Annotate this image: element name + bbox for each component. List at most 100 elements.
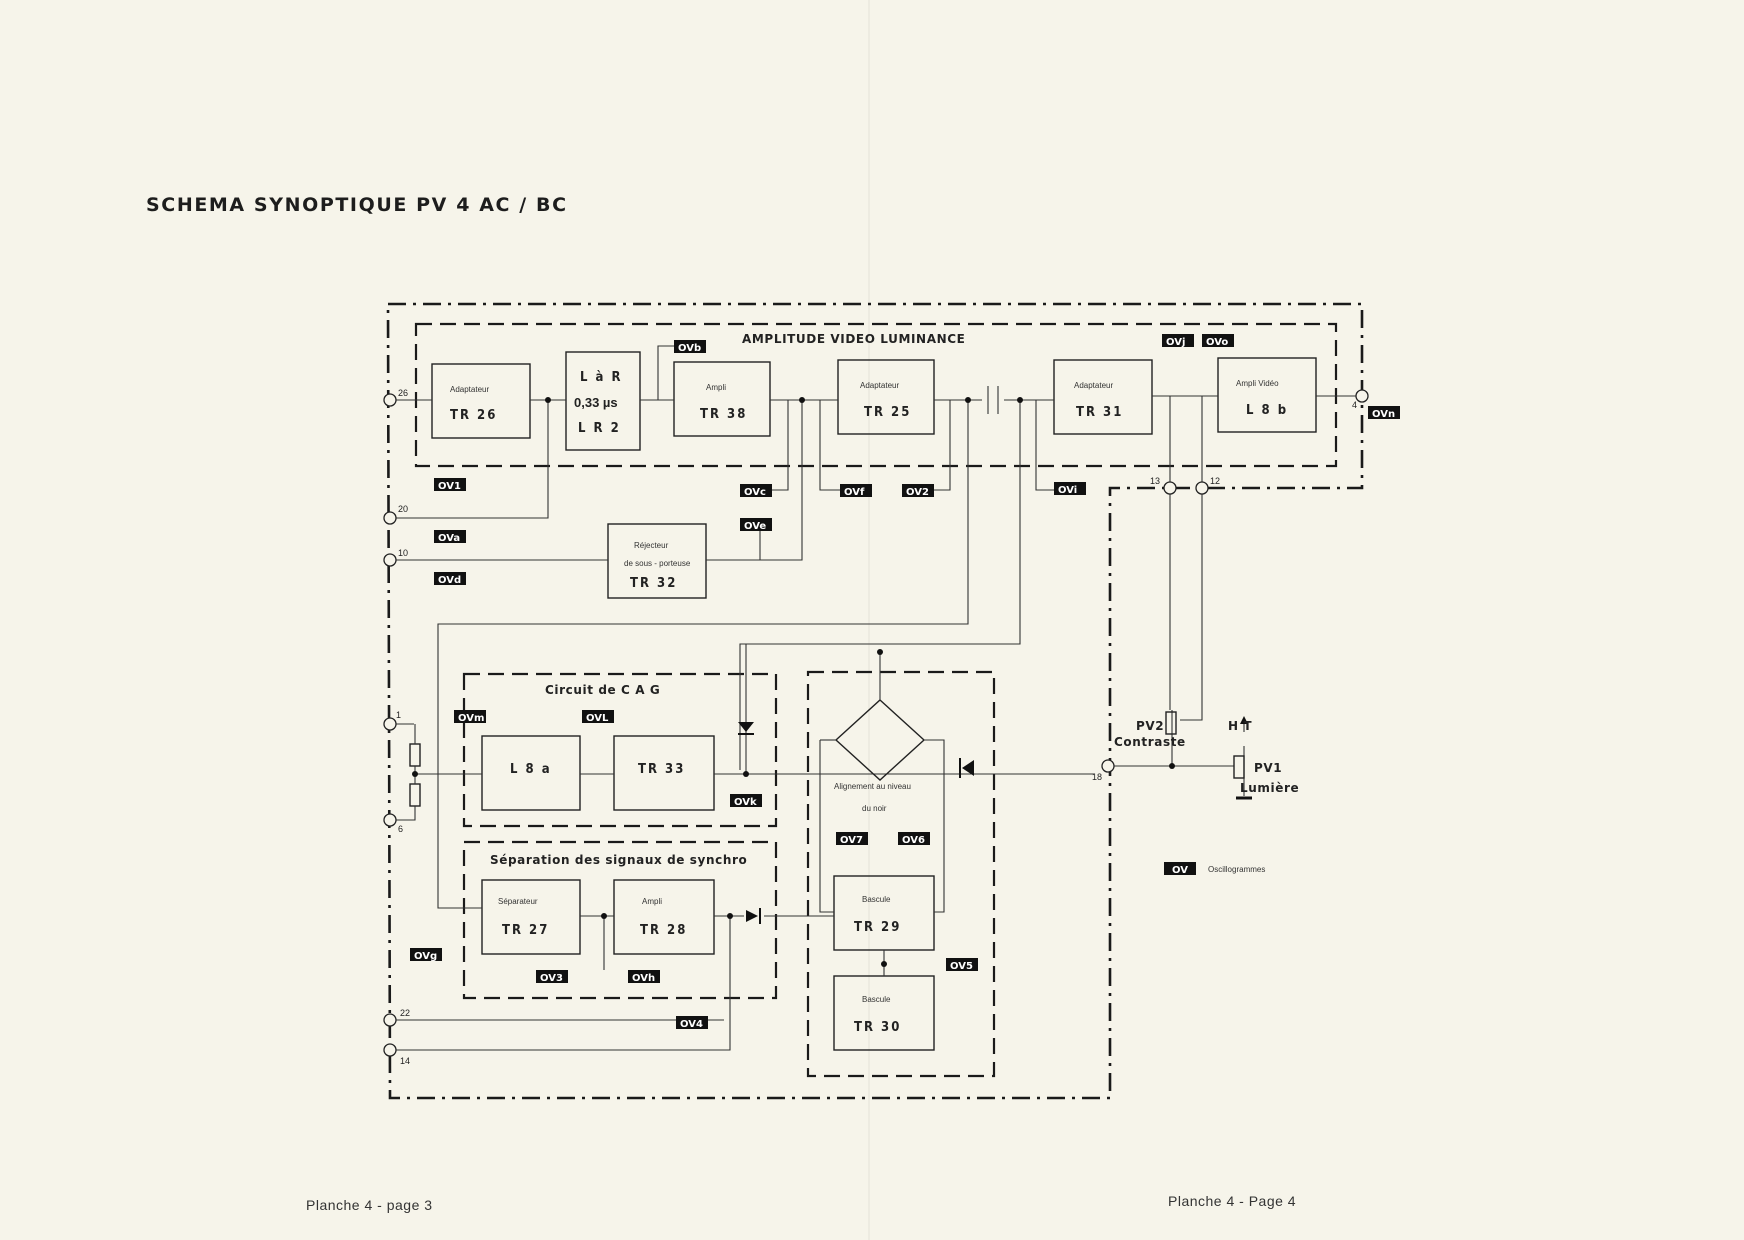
ov-tag-ov7: OV7: [836, 832, 868, 846]
svg-text:OVa: OVa: [438, 533, 460, 544]
block-tr32: Réjecteur de sous - porteuse TR 32: [607, 523, 707, 599]
svg-text:L 8 a: L 8 a: [510, 762, 552, 777]
pin-13: 13: [1150, 476, 1160, 486]
diode-synchro: [746, 908, 761, 924]
ov-tag-ovn: OVn: [1368, 406, 1400, 420]
svg-text:TR 28: TR 28: [640, 923, 687, 938]
svg-text:Réjecteur: Réjecteur: [634, 541, 669, 550]
pin-6: 6: [398, 824, 403, 834]
pot-pv1: [1233, 755, 1245, 779]
pin-12: 12: [1210, 476, 1220, 486]
svg-text:OVk: OVk: [734, 797, 757, 808]
svg-text:OVm: OVm: [458, 713, 484, 724]
svg-text:TR 27: TR 27: [502, 923, 549, 938]
svg-text:OVf: OVf: [844, 487, 865, 498]
junction-dots: [412, 397, 1175, 967]
alignement-line1: Alignement au niveau: [834, 782, 911, 791]
svg-text:Adaptateur: Adaptateur: [1074, 381, 1113, 390]
svg-text:TR 33: TR 33: [638, 762, 685, 777]
ov-tag-ovi: OVi: [1054, 482, 1086, 496]
block-tr30: Bascule TR 30: [833, 975, 935, 1051]
ov-tag-ovl: OVL: [582, 710, 614, 724]
svg-text:Ampli Vidéo: Ampli Vidéo: [1236, 379, 1279, 388]
svg-text:OVe: OVe: [744, 521, 766, 532]
ov-tag-ovg: OVg: [410, 948, 442, 962]
wires-main: [392, 345, 1362, 770]
svg-text:L 8 b: L 8 b: [1246, 403, 1288, 418]
block-tr38: Ampli TR 38: [673, 361, 771, 437]
svg-text:OV6: OV6: [902, 835, 925, 846]
diode-bridge: [834, 699, 926, 781]
ov-tag-ovk: OVk: [730, 794, 762, 808]
svg-text:TR 32: TR 32: [630, 576, 677, 591]
pin-10: 10: [398, 548, 408, 558]
svg-text:OVc: OVc: [744, 487, 766, 498]
ov-tag-ov2: OV2: [902, 484, 934, 498]
svg-text:TR 38: TR 38: [700, 407, 747, 422]
svg-text:OVb: OVb: [678, 343, 701, 354]
svg-text:TR 31: TR 31: [1076, 405, 1123, 420]
svg-text:TR 25: TR 25: [864, 405, 911, 420]
svg-text:OVL: OVL: [586, 713, 609, 724]
svg-text:OV3: OV3: [540, 973, 563, 984]
pin-4: 4: [1352, 400, 1357, 410]
legend-tag: OV: [1172, 865, 1188, 876]
ov-tag-ov1: OV1: [434, 478, 466, 492]
svg-text:TR 30: TR 30: [854, 1020, 901, 1035]
resistor-top: [409, 743, 421, 767]
block-l8b: Ampli Vidéo L 8 b: [1217, 357, 1317, 433]
ov-tag-ovf: OVf: [840, 484, 872, 498]
page-title: SCHEMA SYNOPTIQUE PV 4 AC / BC: [146, 194, 568, 216]
ov-tag-ov3: OV3: [536, 970, 568, 984]
svg-text:Ampli: Ampli: [706, 383, 726, 392]
svg-text:OVd: OVd: [438, 575, 461, 586]
svg-text:TR 26: TR 26: [450, 408, 497, 423]
svg-text:Bascule: Bascule: [862, 895, 891, 904]
legend: OV Oscillogrammes: [1164, 862, 1265, 876]
svg-text:OVi: OVi: [1058, 485, 1077, 496]
block-lar: L à R 0,33 µs L R 2: [565, 351, 641, 451]
svg-text:Adaptateur: Adaptateur: [860, 381, 899, 390]
ov-tag-ov5: OV5: [946, 958, 978, 972]
ov-tag-ovh: OVh: [628, 970, 660, 984]
svg-text:Ampli: Ampli: [642, 897, 662, 906]
svg-text:de sous - porteuse: de sous - porteuse: [624, 559, 691, 568]
svg-text:OVj: OVj: [1166, 337, 1185, 348]
ov-tag-ova: OVa: [434, 530, 466, 544]
svg-text:OV5: OV5: [950, 961, 973, 972]
ov-tag-ov6: OV6: [898, 832, 930, 846]
ov-tag-ovc: OVc: [740, 484, 772, 498]
pin-22: 22: [400, 1008, 410, 1018]
svg-text:L R 2: L R 2: [578, 421, 621, 436]
section-amplitude: AMPLITUDE VIDEO LUMINANCE: [742, 332, 965, 346]
ov-tag-ove: OVe: [740, 518, 772, 532]
svg-text:TR 29: TR 29: [854, 920, 901, 935]
svg-text:OV2: OV2: [906, 487, 929, 498]
pin-20: 20: [398, 504, 408, 514]
wires-lower: [392, 644, 1245, 1051]
svg-text:0,33 µs: 0,33 µs: [574, 395, 618, 410]
svg-text:Séparateur: Séparateur: [498, 897, 538, 906]
label-ht: H T: [1228, 719, 1252, 733]
footer-right: Planche 4 - Page 4: [1168, 1193, 1297, 1209]
resistor-bottom: [409, 783, 421, 807]
block-tr28: Ampli TR 28: [613, 879, 715, 955]
ov-tag-ovb: OVb: [674, 340, 706, 354]
svg-text:Adaptateur: Adaptateur: [450, 385, 489, 394]
ov-tag-ovj: OVj: [1162, 334, 1194, 348]
pin-14: 14: [400, 1056, 410, 1066]
pin-1: 1: [396, 710, 401, 720]
block-tr25: Adaptateur TR 25: [837, 359, 935, 435]
block-tr33: TR 33: [613, 735, 715, 811]
frame-synchro: [462, 840, 778, 1000]
label-lumiere: Lumière: [1240, 781, 1299, 795]
section-synchro: Séparation des signaux de synchro: [490, 853, 747, 867]
label-pv2: PV2: [1136, 719, 1164, 733]
block-tr27: Séparateur TR 27: [481, 879, 581, 955]
svg-text:OV4: OV4: [680, 1019, 703, 1030]
pot-pv2: [1165, 711, 1177, 735]
diode-cag: [738, 722, 754, 735]
block-tr29: Bascule TR 29: [833, 875, 935, 951]
ht-arrow: [1240, 716, 1248, 724]
pin-26: 26: [398, 388, 408, 398]
